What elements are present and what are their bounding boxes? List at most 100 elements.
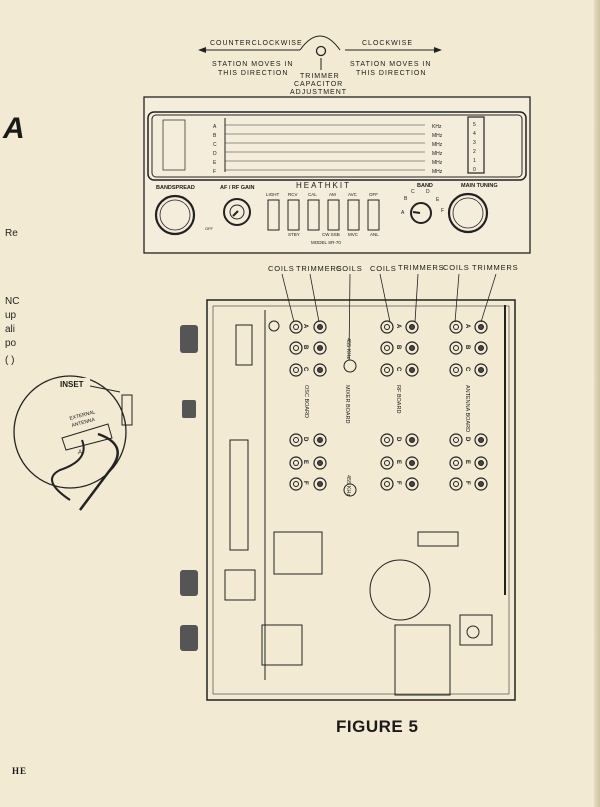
svg-text:THIS DIRECTION: THIS DIRECTION — [356, 70, 426, 77]
trimmer-capacitor — [405, 433, 419, 447]
svg-text:LIGHT: LIGHT — [266, 192, 280, 197]
svg-text:TRIMMERS: TRIMMERS — [296, 264, 342, 273]
coil-slug — [380, 341, 394, 355]
text-fragment: ali — [5, 324, 16, 335]
coil-slug — [380, 477, 394, 491]
svg-text:CW SSB: CW SSB — [322, 232, 340, 237]
trimmer-row-label: F — [395, 481, 401, 485]
trimmer-row-label: C — [302, 367, 308, 372]
trimmer-row-label: E — [395, 460, 401, 464]
svg-text:INSET: INSET — [60, 380, 84, 389]
section-heading-fragment: A — [3, 112, 25, 145]
figure-caption: FIGURE 5 — [336, 717, 419, 736]
trimmer-capacitor — [313, 456, 327, 470]
svg-text:D: D — [213, 151, 217, 157]
svg-text:ANTENNA BOARD: ANTENNA BOARD — [464, 385, 470, 432]
svg-text:2: 2 — [473, 149, 476, 155]
svg-text:TRIMMERS: TRIMMERS — [398, 263, 444, 272]
coil-slug — [380, 433, 394, 447]
trimmer-capacitor — [313, 320, 327, 334]
coil-slug — [449, 341, 463, 355]
trimmer-row-label: A — [464, 324, 470, 329]
ccw-label: COUNTERCLOCKWISE — [210, 40, 303, 47]
trimmer-row-label: C — [395, 367, 401, 372]
svg-text:STBY: STBY — [288, 232, 300, 237]
trimmer-capacitor — [405, 363, 419, 377]
cw-label: CLOCKWISE — [362, 40, 413, 47]
svg-text:E: E — [213, 160, 217, 166]
trimmer-capacitor — [313, 477, 327, 491]
trimmer-capacitor — [405, 456, 419, 470]
trimmer-capacitor — [474, 456, 488, 470]
svg-text:OSC BOARD: OSC BOARD — [303, 385, 309, 418]
adjustment-direction-diagram: COUNTERCLOCKWISE CLOCKWISE STATION MOVES… — [198, 35, 442, 96]
signal-meter — [467, 116, 485, 174]
coil-slug — [449, 456, 463, 470]
bandspread-knob — [154, 194, 196, 236]
svg-text:COILS: COILS — [370, 264, 397, 273]
svg-text:RF BOARD: RF BOARD — [395, 385, 401, 413]
svg-text:455 KHz: 455 KHz — [345, 338, 351, 359]
trimmer-row-label: D — [395, 437, 401, 442]
trimmer-capacitor — [474, 341, 488, 355]
trimmer-row-label: A — [395, 324, 401, 329]
svg-text:1: 1 — [473, 158, 476, 164]
svg-text:RCV: RCV — [288, 192, 298, 197]
coil-slug — [289, 320, 303, 334]
checkbox-fragment: ( ) — [5, 355, 15, 366]
svg-text:OFF: OFF — [205, 226, 214, 231]
af-rf-gain-knob — [223, 198, 251, 226]
svg-text:A: A — [78, 450, 82, 456]
svg-text:E: E — [436, 197, 440, 203]
svg-text:MHz: MHz — [432, 142, 443, 148]
coil-slug — [449, 433, 463, 447]
svg-text:ANL: ANL — [370, 232, 379, 237]
svg-text:5: 5 — [473, 122, 476, 128]
external-antenna-inset: INSET EXTERNAL ANTENNA A — [13, 375, 133, 511]
svg-text:3: 3 — [473, 140, 476, 146]
svg-text:MHz: MHz — [432, 169, 443, 175]
svg-text:AM: AM — [329, 192, 336, 197]
trimmer-row-label: F — [302, 481, 308, 485]
trimmer-capacitor — [405, 477, 419, 491]
svg-text:B: B — [213, 133, 217, 139]
text-fragment: up — [5, 310, 17, 321]
board-labels: OSC BOARD MIXER BOARD RF BOARD ANTENNA B… — [303, 338, 470, 496]
trimmer-capacitor — [474, 363, 488, 377]
if-transformer-slug — [343, 483, 357, 497]
trimmer-row-label: B — [302, 345, 308, 350]
coil-slug — [289, 433, 303, 447]
svg-text:THIS DIRECTION: THIS DIRECTION — [218, 70, 288, 77]
svg-text:0: 0 — [473, 167, 476, 173]
svg-text:MVC: MVC — [348, 232, 359, 237]
chassis-top-view — [180, 299, 516, 701]
callout-labels: COILS TRIMMERS COILS COILS TRIMMERS COIL… — [268, 263, 518, 361]
svg-text:MIXER BOARD: MIXER BOARD — [344, 385, 350, 424]
if-transformer-slug — [343, 359, 357, 373]
trimmer-capacitor — [405, 320, 419, 334]
switch-rcv — [287, 199, 300, 231]
svg-text:AVC: AVC — [348, 192, 358, 197]
trimmer-row-label: C — [464, 367, 470, 372]
trimmer-row-label: A — [302, 324, 308, 329]
front-panel: A B C D E F KHz MHz MHz MHz MHz MHz 5 4 … — [143, 96, 531, 254]
trimmer-capacitor — [313, 363, 327, 377]
svg-text:COILS: COILS — [268, 264, 295, 273]
coil-slug — [380, 456, 394, 470]
bandspread-label: BANDSPREAD — [156, 185, 195, 191]
coil-slug — [380, 363, 394, 377]
trimmer-row-label: D — [302, 437, 308, 442]
switch-avc — [347, 199, 360, 231]
trimmer-row-label: F — [464, 481, 470, 485]
model-label: MODEL SR-70 — [311, 240, 341, 245]
coil-slug — [449, 477, 463, 491]
svg-text:OFF: OFF — [369, 192, 378, 197]
switch-off — [367, 199, 380, 231]
switch-am — [327, 199, 340, 231]
trimmer-row-label: D — [464, 437, 470, 442]
trimmer-screw-icon — [315, 45, 327, 57]
main-tuning-label: MAIN TUNING — [461, 183, 498, 189]
trimmer-row-label: B — [464, 345, 470, 350]
page-edge — [594, 0, 600, 807]
svg-text:C: C — [411, 189, 415, 195]
